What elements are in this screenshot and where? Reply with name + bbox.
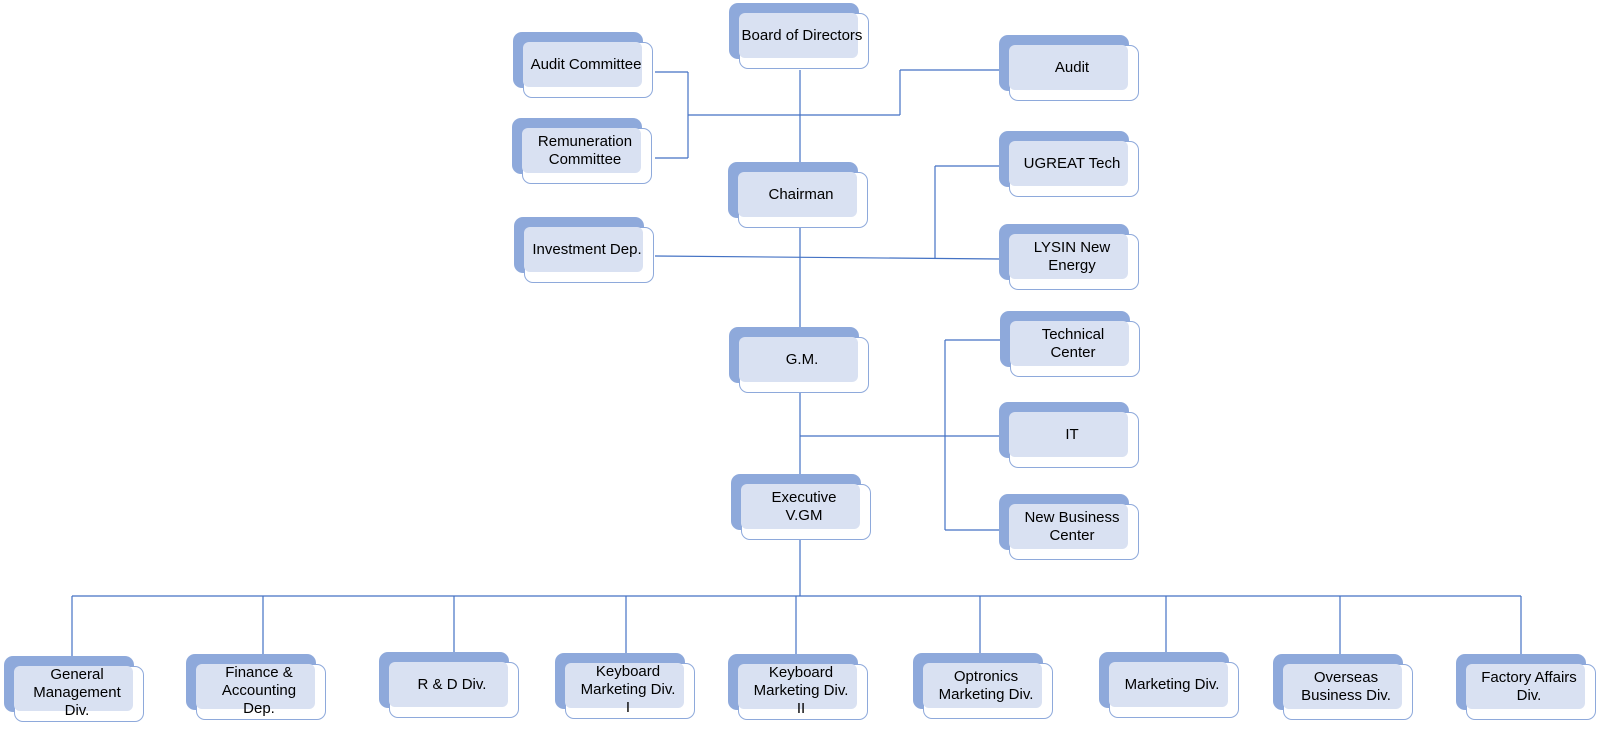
remuneration-committee-label: Remuneration Committee [537, 133, 633, 168]
technical-center-label: Technical Center [1041, 326, 1105, 361]
factory-affairs-div-box: Factory Affairs Div. [1456, 654, 1596, 720]
remuneration-committee-box: Remuneration Committee [512, 118, 652, 184]
keyboard-marketing-div-1-box: Keyboard Marketing Div. I [555, 653, 695, 719]
audit-committee-label: Audit Committee [530, 56, 642, 73]
investment-dep-label: Investment Dep. [532, 241, 642, 258]
overseas-business-div-label: Overseas Business Div. [1301, 669, 1391, 704]
it-label: IT [1065, 426, 1079, 443]
it-box: IT [999, 402, 1139, 468]
gm-box: G.M. [729, 327, 869, 393]
factory-affairs-div-label: Factory Affairs Div. [1481, 669, 1577, 704]
lysin-new-energy-box: LYSIN New Energy [999, 224, 1139, 290]
finance-accounting-dep-box: Finance & Accounting Dep. [186, 654, 326, 720]
connector-investment [654, 255, 1001, 260]
audit-committee-box: Audit Committee [513, 32, 653, 98]
keyboard-marketing-div-2-label: Keyboard Marketing Div. II [753, 664, 849, 717]
optronics-marketing-div-box: Optronics Marketing Div. [913, 653, 1053, 719]
chairman-box: Chairman [728, 162, 868, 228]
keyboard-marketing-div-2-box: Keyboard Marketing Div. II [728, 654, 868, 720]
chairman-label: Chairman [768, 186, 834, 203]
executive-vgm-label: Executive V.GM [771, 489, 837, 524]
audit-box: Audit [999, 35, 1139, 101]
ugreat-tech-label: UGREAT Tech [1023, 155, 1121, 172]
overseas-business-div-box: Overseas Business Div. [1273, 654, 1413, 720]
board-of-directors-box: Board of Directors [729, 3, 869, 69]
technical-center-box: Technical Center [1000, 311, 1140, 377]
ugreat-tech-box: UGREAT Tech [999, 131, 1139, 197]
new-business-center-box: New Business Center [999, 494, 1139, 560]
general-management-div-label: General Management Div. [33, 666, 121, 719]
gm-label: G.M. [785, 351, 819, 368]
investment-dep-box: Investment Dep. [514, 217, 654, 283]
audit-label: Audit [1054, 59, 1090, 76]
board-of-directors-label: Board of Directors [741, 27, 863, 44]
rnd-div-box: R & D Div. [379, 652, 519, 718]
keyboard-marketing-div-1-label: Keyboard Marketing Div. I [580, 663, 676, 716]
executive-vgm-box: Executive V.GM [731, 474, 871, 540]
optronics-marketing-div-label: Optronics Marketing Div. [938, 668, 1034, 703]
lysin-new-energy-label: LYSIN New Energy [1033, 239, 1111, 274]
finance-accounting-dep-label: Finance & Accounting Dep. [221, 664, 297, 717]
general-management-div-box: General Management Div. [4, 656, 144, 722]
marketing-div-box: Marketing Div. [1099, 652, 1239, 718]
new-business-center-label: New Business Center [1024, 509, 1120, 544]
marketing-div-label: Marketing Div. [1124, 676, 1220, 693]
rnd-div-label: R & D Div. [417, 676, 487, 693]
